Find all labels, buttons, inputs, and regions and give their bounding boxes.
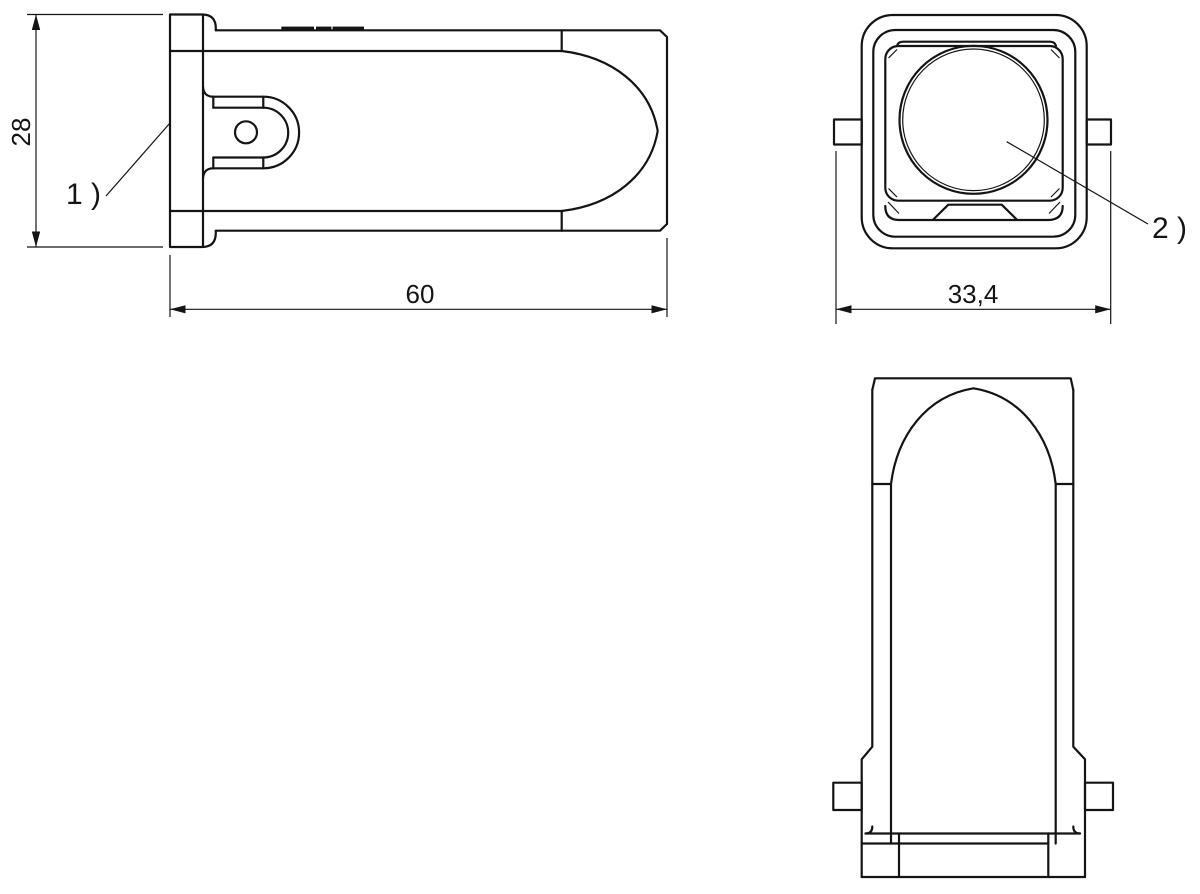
dim60-value: 60: [406, 279, 435, 309]
side-top-ridge-2: [316, 26, 332, 31]
dim60-arrow-right: [651, 305, 667, 314]
dimension-overall-width: 33,4: [835, 151, 1112, 324]
note1-label: 1 ): [66, 178, 101, 211]
front-cable-entry-outer: [898, 44, 1049, 195]
side-lug-hole: [233, 120, 259, 145]
front-view: [832, 13, 1113, 250]
bottom-left-wall: [860, 388, 874, 879]
dim334-extension-lines: [835, 151, 1112, 324]
front-cavity-corner-diagonals: [887, 201, 1061, 214]
callout-note1: 1 ): [66, 122, 171, 211]
dim334-value: 33,4: [948, 279, 999, 309]
dim28-arrow-up: [31, 14, 41, 30]
bottom-left-tab: [832, 781, 863, 812]
side-lug-outer: [212, 95, 301, 170]
dimension-flange-height: 28: [6, 13, 163, 248]
dim60-extension-lines: [169, 238, 668, 317]
front-inner-shell: [872, 28, 1077, 238]
side-top-ridge-1: [281, 26, 314, 31]
front-latch-trapezoid: [932, 203, 1018, 221]
side-lug-ticks: [212, 95, 265, 170]
front-cavity-top-line: [895, 40, 1058, 48]
bottom-inner-walls: [871, 482, 1075, 845]
side-lug-inner: [212, 106, 290, 159]
bottom-right-tab: [1083, 781, 1115, 812]
dim28-extension-lines: [27, 13, 163, 248]
callout-note2: 2 ): [1006, 141, 1187, 245]
front-left-tab: [832, 118, 863, 146]
side-flange-outline: [168, 13, 217, 249]
front-cable-entry-inner: [902, 48, 1045, 192]
dim334-arrow-right: [1095, 305, 1111, 314]
front-insert-outline: [884, 44, 1064, 202]
dim60-arrow-left: [170, 305, 186, 314]
bottom-flange-step-lines: [897, 832, 1050, 879]
dim28-value: 28: [6, 118, 36, 147]
note2-leader-line: [1006, 141, 1149, 225]
bottom-view: [832, 377, 1115, 879]
side-top-ridge-3: [332, 26, 364, 31]
bottom-dome-curve: [889, 387, 1057, 486]
front-right-tab: [1085, 118, 1113, 146]
front-insert-corner-marks: [888, 49, 1060, 198]
dim334-arrow-left: [836, 305, 852, 314]
dimension-body-length: 60: [169, 238, 668, 317]
bottom-top-edge: [871, 377, 1075, 392]
side-lug-fillet-top: [201, 85, 215, 98]
front-cavity-bottom-line: [884, 204, 1064, 222]
note2-label: 2 ): [1152, 212, 1187, 245]
dim28-arrow-down: [31, 231, 41, 247]
side-view: [168, 13, 669, 249]
front-outer-shell: [860, 13, 1088, 250]
side-lug-fillet-bottom: [201, 167, 215, 180]
bottom-right-wall: [1072, 388, 1087, 879]
note1-leader-line: [105, 122, 171, 197]
side-body-outline: [214, 29, 669, 232]
side-ogive-curve: [560, 49, 659, 213]
